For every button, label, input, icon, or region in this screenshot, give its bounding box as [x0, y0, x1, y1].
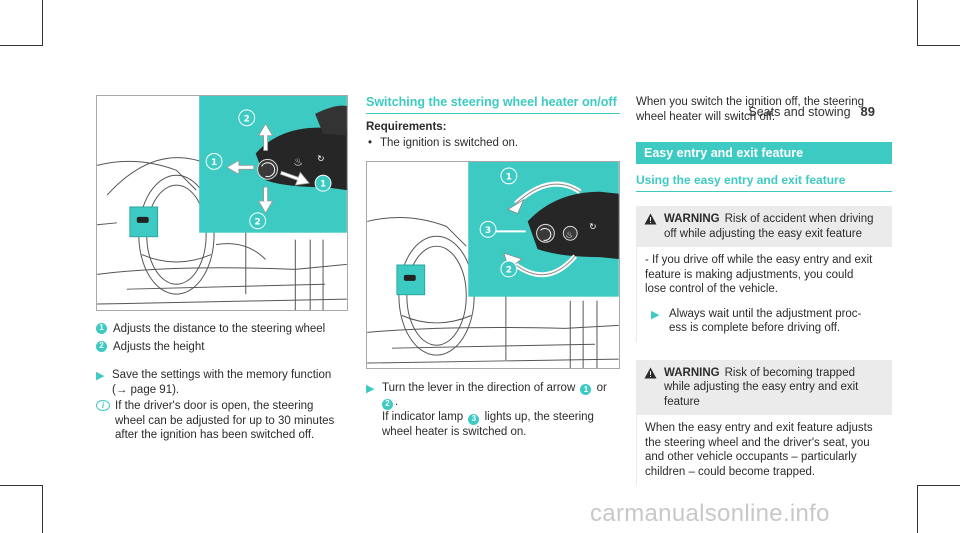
- requirement-text: The ignition is switched on.: [380, 137, 519, 149]
- page-header: Seats and stowing 89: [748, 104, 875, 119]
- warning-body: When the easy entry and exit feature adj…: [636, 415, 892, 485]
- warning-header: WARNING Risk of accident when driving off…: [644, 212, 884, 241]
- callout-badges: 2 1 1 2: [205, 109, 332, 230]
- column-1: ♨ ↻ 2 1 1 2 1 Adjusts th: [96, 95, 348, 443]
- step-arrow-icon: ▶: [366, 382, 375, 395]
- callout-label: 1: [211, 158, 217, 168]
- step-text: lights up, the steering: [484, 411, 594, 423]
- page-reference-link[interactable]: (→ page 91).: [112, 383, 180, 396]
- svg-text:↻: ↻: [317, 154, 324, 164]
- step-text: If indicator lamp: [382, 411, 464, 423]
- warning-body-line: and other vehicle occupants – particular…: [645, 451, 857, 463]
- watermark: carmanualsonline.info: [590, 500, 830, 527]
- callout-badges: 1 3 2: [479, 166, 518, 277]
- column-2: Switching the steering wheel heater on/o…: [366, 95, 620, 439]
- legend-number: 1: [96, 323, 107, 334]
- step-arrow-icon: ▶: [651, 308, 660, 321]
- info-icon: i: [96, 400, 110, 411]
- legend-text: Adjusts the distance to the steering whe…: [113, 323, 326, 335]
- legend-item: 1 Adjusts the distance to the steering w…: [96, 322, 348, 337]
- svg-text:♨: ♨: [565, 230, 573, 240]
- warning-triangle-icon: [644, 213, 664, 230]
- step-text: Turn the lever in the direction of arrow: [382, 381, 576, 394]
- warning-keyword: WARNING: [664, 213, 720, 225]
- callout-label: 1: [320, 180, 326, 190]
- warning-head-text: while adjusting the easy entry and exit: [664, 381, 859, 393]
- intro-text: When you switch the ignition off, the st…: [636, 95, 892, 124]
- callout-label: 2: [255, 217, 261, 227]
- instruction-step: ▶ Save the settings with the memory func…: [96, 368, 348, 397]
- crop-mark: [42, 0, 43, 46]
- warning-body-line: lose control of the vehicle.: [645, 283, 778, 295]
- callout-inline: 1: [580, 384, 592, 396]
- warning-body-line: the steering wheel and the driver's seat…: [645, 436, 870, 449]
- callout-label: 3: [485, 225, 491, 235]
- note-line: wheel can be adjusted for up to 30 minut…: [115, 414, 335, 427]
- note-line: If the driver's door is open, the steeri…: [115, 400, 314, 412]
- warning-body: - If you drive off while the easy entry …: [636, 247, 892, 342]
- step-text: Always wait until the adjustment proc-: [669, 307, 862, 320]
- warning-triangle-icon: [644, 367, 664, 384]
- legend-text: Adjusts the height: [113, 340, 205, 353]
- callout-label: 2: [244, 114, 250, 124]
- section-title: Switching the steering wheel heater on/o…: [366, 95, 620, 114]
- instruction-step: ▶ Always wait until the adjustment proc-…: [645, 307, 884, 336]
- warning-head-text: off while adjusting the easy exit featur…: [664, 227, 862, 240]
- steering-heater-figure: ♨ ↻ 1 3 2: [366, 160, 620, 369]
- step-text: or: [596, 381, 607, 394]
- warning-body-line: When the easy entry and exit feature adj…: [645, 422, 873, 434]
- svg-text:↻: ↻: [589, 222, 596, 232]
- svg-text:♨: ♨: [293, 155, 303, 168]
- subsection-title: Using the easy entry and exit feature: [636, 173, 892, 192]
- steering-heater-illustration: ♨ ↻ 1 3 2: [367, 161, 619, 368]
- page-number: 89: [860, 104, 875, 119]
- warning-box: WARNING Risk of accident when driving off…: [636, 206, 892, 342]
- section-heading-bar: Easy entry and exit feature: [636, 142, 892, 164]
- warning-header: WARNING Risk of becoming trapped while ad…: [644, 366, 884, 410]
- warning-head-text: Risk of accident when driving: [724, 213, 874, 225]
- legend-item: 2 Adjusts the height: [96, 340, 348, 355]
- warning-head-text: feature: [664, 395, 700, 408]
- callout-label: 1: [506, 172, 512, 182]
- figure-legend: 1 Adjusts the distance to the steering w…: [96, 322, 348, 354]
- callout-inline: 3: [468, 413, 480, 425]
- instruction-step: ▶ Turn the lever in the direction of arr…: [366, 381, 620, 440]
- crop-mark: [917, 485, 918, 533]
- intro-line: When you switch the ignition off, the st…: [636, 96, 865, 108]
- warning-box: WARNING Risk of becoming trapped while ad…: [636, 359, 892, 485]
- crop-mark: [0, 45, 43, 46]
- crop-mark: [917, 0, 918, 46]
- requirements-label: Requirements:: [366, 121, 447, 133]
- info-note: i If the driver's door is open, the stee…: [96, 399, 348, 443]
- intro-line: wheel heater will switch off.: [636, 110, 776, 123]
- warning-body-line: feature is making adjustments, you could: [645, 268, 854, 281]
- step-text: Save the settings with the memory functi…: [112, 369, 332, 381]
- legend-number: 2: [96, 340, 107, 352]
- callout-label: 2: [506, 265, 512, 275]
- crop-mark: [42, 485, 43, 533]
- column-3: When you switch the ignition off, the st…: [636, 95, 892, 485]
- step-text: ess is complete before driving off.: [669, 322, 841, 334]
- note-line: after the ignition has been switched off…: [115, 429, 315, 441]
- callout-inline: 2: [382, 399, 393, 410]
- bullet-icon: •: [368, 137, 373, 149]
- warning-body-line: children – could become trapped.: [645, 465, 816, 478]
- warning-head-text: Risk of becoming trapped: [724, 366, 855, 379]
- warning-body-line: - If you drive off while the easy entry …: [645, 254, 873, 266]
- crop-mark: [0, 485, 43, 486]
- step-arrow-icon: ▶: [96, 370, 105, 382]
- step-text: wheel heater is switched on.: [382, 425, 527, 438]
- steering-adjust-illustration: ♨ ↻ 2 1 1 2: [97, 96, 347, 310]
- crop-mark: [917, 485, 960, 486]
- steering-adjust-figure: ♨ ↻ 2 1 1 2: [96, 95, 348, 311]
- warning-keyword: WARNING: [664, 366, 720, 379]
- crop-mark: [917, 45, 960, 46]
- section-name: Seats and stowing: [748, 105, 851, 119]
- requirement-item: • The ignition is switched on.: [366, 136, 620, 151]
- step-text: .: [395, 396, 399, 409]
